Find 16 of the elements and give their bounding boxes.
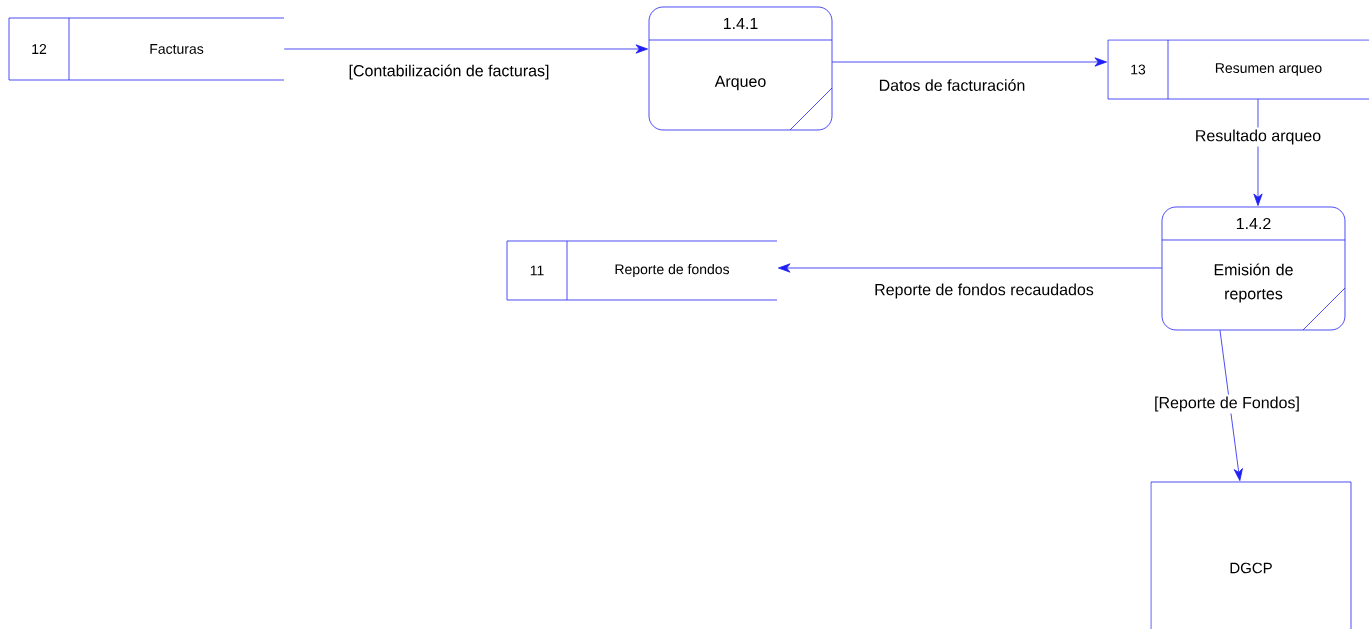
data-store: 12 Facturas	[8, 17, 285, 81]
process-box: 1.4.1 Arqueo	[648, 6, 833, 131]
data-store: 11 Reporte de fondos	[506, 240, 778, 301]
edge-label: Resultado arqueo	[1192, 127, 1324, 147]
arrow	[1253, 98, 1263, 206]
edge-label: [Contabilización de facturas]	[346, 62, 552, 82]
arrow	[778, 263, 1163, 273]
edge-label: Reporte de fondos recaudados	[872, 281, 1096, 301]
arrow	[283, 44, 648, 54]
arrow	[1219, 329, 1243, 481]
process-box: 1.4.2 Emisión de reportes	[1161, 206, 1346, 331]
edge-label: [Reporte de Fondos]	[1152, 394, 1302, 414]
edge-label: Datos de facturación	[876, 77, 1028, 93]
external-entity-box: DGCP	[1150, 481, 1352, 629]
arrow	[831, 57, 1107, 67]
data-store: 13 Resumen arqueo	[1107, 39, 1369, 100]
